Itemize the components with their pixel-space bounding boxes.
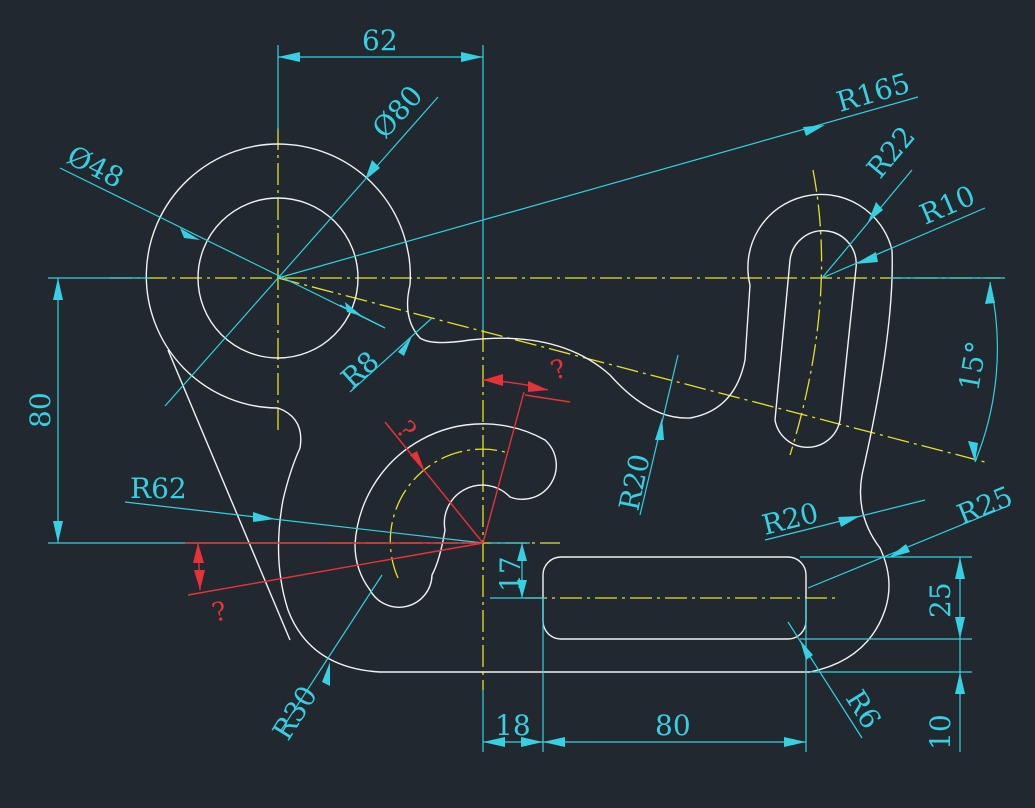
right-lobe-outer-profile (380, 193, 893, 673)
label-r8: R8 (335, 345, 386, 396)
label-unknown-left-arc: ? (390, 415, 422, 445)
inner-arc-slot-right (774, 230, 857, 448)
centerline-15deg (277, 277, 986, 463)
leader-r25 (807, 504, 1011, 589)
centerline-r165-arc (789, 169, 823, 456)
label-r6: R6 (839, 684, 888, 734)
label-17: 17 (494, 556, 527, 592)
red-arrow-top-left (483, 374, 503, 386)
part-geometry (145, 143, 893, 673)
arrow-62-right (461, 52, 483, 62)
leader-r10 (821, 207, 986, 279)
label-15deg: 15° (952, 339, 993, 394)
label-r165: R165 (833, 66, 914, 118)
arrow-r20-right (838, 516, 860, 527)
label-62: 62 (362, 24, 398, 57)
leader-phi48 (59, 167, 386, 329)
arrow-62-left (278, 52, 300, 62)
lower-left-profile (277, 407, 381, 673)
arrow-25-top (955, 557, 965, 579)
label-r25: R25 (952, 480, 1017, 532)
arrow-80h-left (543, 737, 565, 747)
arc-slot-left (354, 423, 557, 608)
centerline-r62-arc (389, 448, 506, 579)
arrow-r165 (803, 125, 825, 136)
unknown-dimensions (185, 374, 571, 596)
arrow-80v-bottom (53, 521, 63, 543)
label-r30: R30 (266, 680, 324, 746)
label-80-horizontal: 80 (655, 709, 691, 742)
arrow-phi80 (365, 160, 380, 180)
hole-circle-phi48 (197, 197, 359, 359)
label-r22: R22 (860, 120, 922, 185)
arrow-10-bottom (955, 672, 965, 694)
red-arrow-left-arc (410, 451, 425, 472)
arrow-18-left (483, 737, 505, 747)
red-ext-top-angle (524, 394, 571, 403)
arrow-15deg-top (985, 282, 995, 304)
red-line-left-arc (384, 421, 484, 544)
leader-r62 (124, 501, 484, 544)
red-line-top-angle (482, 391, 525, 544)
arrow-r10 (855, 252, 878, 264)
leader-phi80 (164, 96, 439, 407)
leader-r22 (821, 169, 913, 279)
arrow-17-bottom (517, 580, 527, 598)
red-line-bottom-left-bottom (187, 542, 484, 596)
arrow-r8-inner (345, 302, 362, 316)
arrow-r22 (868, 202, 883, 222)
arrow-r8 (398, 336, 412, 356)
arrow-r30 (322, 662, 330, 686)
arrow-80h-right (784, 737, 806, 747)
leader-r30 (279, 574, 383, 733)
leader-r8 (349, 317, 433, 393)
red-arrow-bottom-left-top (193, 543, 204, 563)
label-phi80: Ø80 (366, 79, 430, 145)
label-18: 18 (495, 709, 531, 742)
label-10: 10 (924, 714, 957, 750)
red-arrow-top-right (528, 381, 548, 392)
arrow-25-bottom (955, 617, 965, 639)
arrow-80v-top (53, 278, 63, 300)
label-phi48: Ø48 (62, 139, 129, 195)
label-r62: R62 (130, 472, 187, 505)
boss-outer-arc-phi80 (145, 143, 412, 409)
arrow-18-right (521, 737, 543, 747)
arrow-r25 (888, 544, 910, 558)
red-arrow-bottom-left-bottom (194, 570, 205, 590)
leader-r6 (787, 621, 863, 739)
label-r20-mid: R20 (613, 451, 657, 513)
arrow-17-top (517, 543, 527, 561)
upper-profile-edge (406, 284, 751, 419)
label-80-vertical: 80 (24, 392, 57, 428)
arrow-r62 (253, 512, 275, 522)
arrow-phi48 (180, 228, 200, 240)
label-unknown-top: ? (547, 354, 570, 387)
center-lines (110, 128, 1000, 690)
arrow-r6 (800, 640, 813, 660)
arrow-r20-mid (655, 418, 664, 440)
label-25: 25 (924, 582, 957, 618)
label-unknown-bottom-left: ? (209, 596, 230, 629)
arrow-15deg-bottom (968, 441, 978, 462)
tangent-line-left (167, 349, 291, 641)
dimension-lines (48, 45, 1011, 752)
label-r20-right: R20 (759, 496, 822, 542)
